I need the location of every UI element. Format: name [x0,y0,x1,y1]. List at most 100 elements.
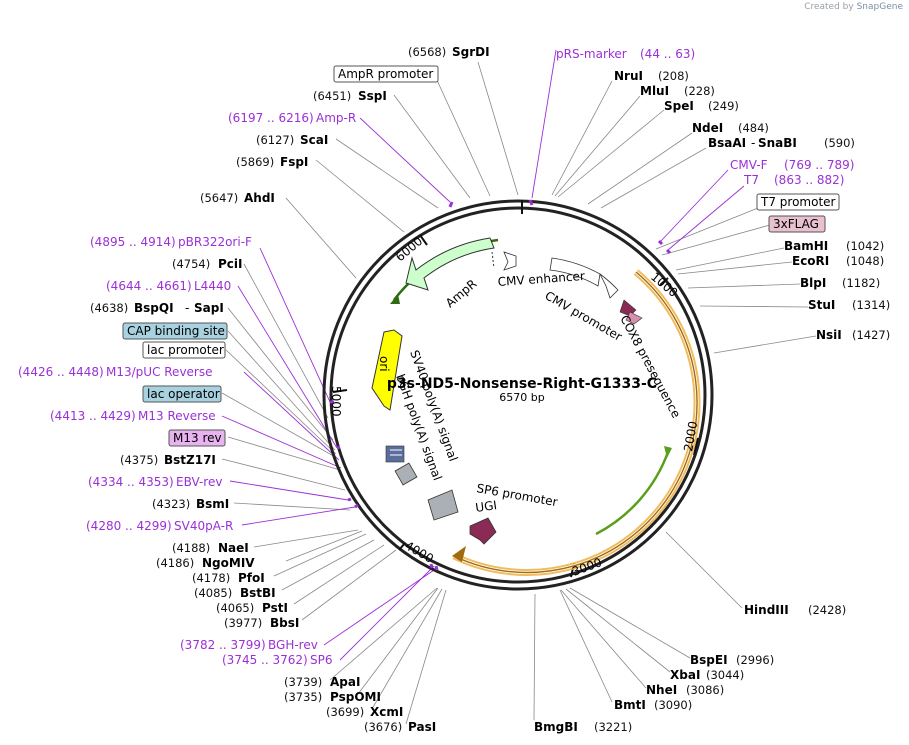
enzyme-pos: (2428) [808,603,846,617]
enzyme-name: BmtI [614,698,646,712]
enzyme-pos: (484) [738,121,769,135]
enzyme-name: FspI [280,155,308,169]
ugi-label: UGI [474,498,497,515]
enzyme-name: NsiI [816,328,842,342]
enzyme-pos: (1427) [852,328,890,342]
enzyme-name: PspOMI [330,690,381,704]
primer-name: BGH-rev [268,638,318,652]
snapgene-logo-text: SnapGene [856,2,903,12]
boxed-feature-label: 3xFLAG [773,217,819,231]
primer-name: L4440 [194,279,231,293]
enzyme-pos: (228) [684,84,715,98]
snapgene-credit: Created by SnapGene [804,2,903,12]
boxed-feature-label: M13 rev [173,431,222,445]
primer-range: (6197 .. 6216) [228,111,314,125]
enzyme-pos: (3044) [706,668,744,682]
primer-name: pRS-marker [556,47,627,61]
sv40-feature [385,445,405,463]
enzyme-name: SspI [358,89,387,103]
enzyme-name: BspEI [690,653,728,667]
primer-name: EBV-rev [176,475,222,489]
cmv-promoter-label: CMV promoter [543,288,625,343]
enzyme-pos: (3699) [326,705,364,719]
enzyme-pos: (3977) [224,616,262,630]
tick-2000: 2000 [681,420,700,453]
boxed-feature-label: T7 promoter [760,195,836,209]
enzyme-name: NaeI [218,541,249,555]
enzyme-name: PciI [218,257,243,271]
enzyme-pos: (6127) [256,133,294,147]
enzyme-pos: (1048) [846,254,884,268]
enzyme-pos: (4754) [172,257,210,271]
primer-range: (3745 .. 3762) [222,653,308,667]
cox8-label: COX8 presequence [617,313,683,420]
primer-range: (3782 .. 3799) [180,638,266,652]
enzyme-pos: (3090) [654,698,692,712]
primer-range: (4895 .. 4914) [90,235,176,249]
enzyme-name: NdeI [692,121,723,135]
primer-name: M13 Reverse [138,409,216,423]
enzyme-pos: (3735) [284,690,322,704]
primer-range: (863 .. 882) [774,173,844,187]
ori-label: ori [377,356,391,372]
enzyme-name: ScaI [300,133,328,147]
enzyme-separator: - [751,136,755,150]
plasmid-size: 6570 bp [499,391,544,404]
enzyme-name: XbaI [670,668,700,682]
enzyme-pos: (6568) [408,45,446,59]
primer-range: (4334 .. 4353) [88,475,174,489]
bgh-feature [394,462,418,486]
boxed-feature-label: CAP binding site [127,324,225,338]
enzyme-name-2: SnaBI [758,136,797,150]
ori-feature-arrow [371,329,403,411]
primer-range: (4426 .. 4448) [18,365,104,379]
enzyme-separator: - [185,301,189,315]
boxed-feature [333,65,439,83]
enzyme-name: BspQI [134,301,174,315]
enzyme-pos: (4085) [194,586,232,600]
enzyme-pos: (5647) [200,191,238,205]
enzyme-pos: (3739) [284,675,322,689]
boxed-feature [168,429,226,447]
enzyme-pos: (249) [708,99,739,113]
primer-name: M13/pUC Reverse [106,365,213,379]
enzyme-pos: (4065) [216,601,254,615]
enzyme-pos: (4638) [90,301,128,315]
enzyme-name: BbsI [270,616,299,630]
boxed-feature-label: AmpR promoter [338,67,433,81]
enzyme-name: SpeI [664,99,694,113]
primer-range: (4280 .. 4299) [86,519,172,533]
enzyme-pos: (1314) [852,298,890,312]
enzyme-name: XcmI [370,705,403,719]
boxed-feature-label: lac operator [147,387,220,401]
enzyme-name: BmgBI [534,720,578,734]
enzyme-name: MluI [640,84,669,98]
tick-6000: 6000 [393,234,425,264]
cmv-enhancer-feature [549,257,601,287]
boxed-feature [768,215,826,233]
enzyme-pos: (3221) [594,720,632,734]
enzyme-name: StuI [808,298,835,312]
enzyme-name: BstBI [240,586,276,600]
boxed-feature [142,385,222,403]
enzyme-pos: (1042) [846,239,884,253]
enzyme-pos: (590) [824,136,855,150]
enzyme-pos: (4375) [120,453,158,467]
primer-name: CMV-F [730,158,768,172]
enzyme-name: BamHI [784,239,828,253]
enzyme-name: PfoI [238,571,265,585]
boxed-feature [122,322,228,340]
enzyme-name: BlpI [800,276,826,290]
primer-name: SP6 [310,653,333,667]
enzyme-pos: (3676) [364,720,402,734]
enzyme-pos: (5869) [236,155,274,169]
sp6-feature [427,489,459,521]
enzyme-pos: (1182) [842,276,880,290]
ampr-feature-arrow [405,237,495,291]
primer-range: (44 .. 63) [640,47,695,61]
enzyme-pos: (4188) [172,541,210,555]
enzyme-name: NheI [646,683,677,697]
enzyme-pos: (4323) [152,497,190,511]
boxed-feature [142,341,226,359]
